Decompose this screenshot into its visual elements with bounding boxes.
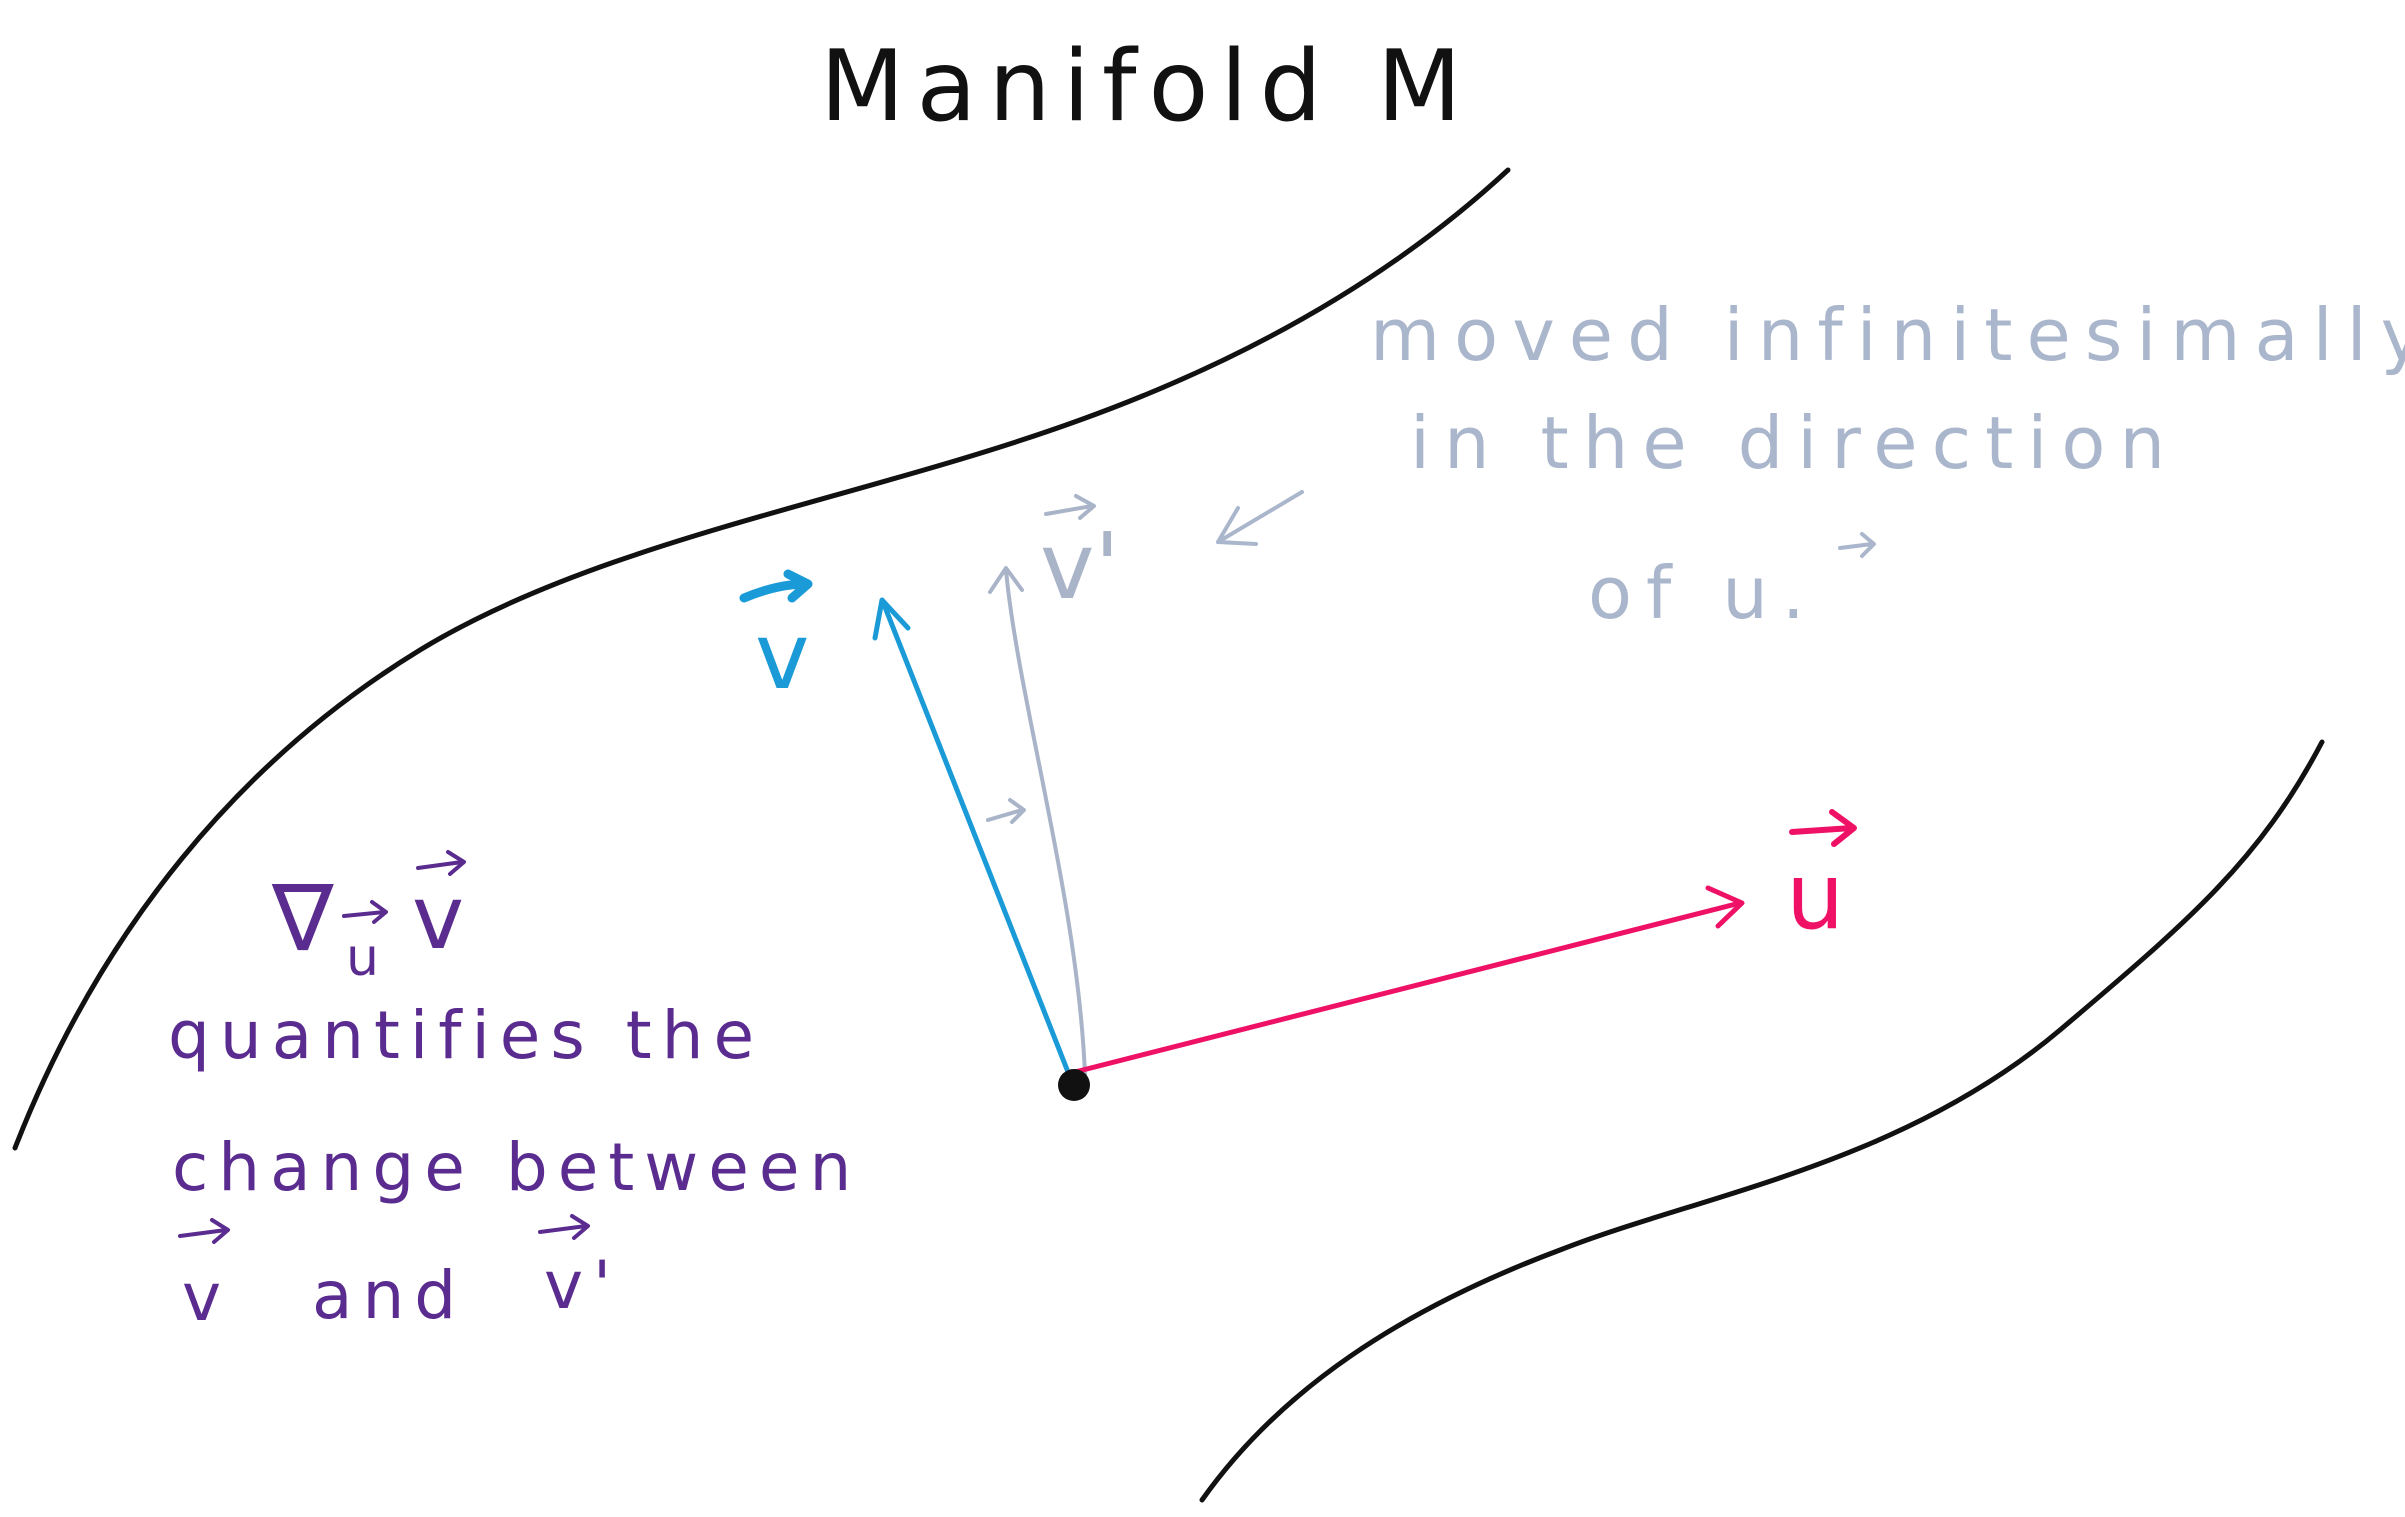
vector-v-shaft [880,599,1071,1075]
note-u-arrow-icon [1838,532,1876,558]
note-pointer-arrow [1216,490,1304,546]
vector-v-prime-shaft [1004,568,1087,1077]
base-point [1058,1069,1090,1101]
label-v-prime: v' [1040,494,1120,620]
label-v-text: v [755,603,809,710]
label-u-arrow-icon [1789,809,1857,847]
explanation-line-1: quantifies the [168,997,764,1074]
explanation-line-3-and: and [312,1257,466,1334]
explanation-line-3-v-prime: v' [544,1247,621,1324]
note-line-3: of u. [1588,551,1819,635]
vector-v [872,597,1071,1075]
vector-v-prime [988,566,1087,1077]
label-v: v [739,569,813,710]
manifold-lower-boundary [1199,739,2325,1503]
note-line-2: in the direction [1410,401,2179,485]
vector-u-shaft [1072,900,1743,1075]
explanation-line-2: change between [172,1129,861,1206]
line3-v-prime-arrow-icon [538,1214,590,1240]
covariant-derivative-explanation: ∇ u v quantifies the change between v an… [168,850,861,1336]
operator-nabla: ∇ [271,865,334,972]
label-v-prime-arrow-icon [1044,494,1096,520]
vector-u-head [1705,885,1745,929]
label-u-text: u [1786,843,1844,950]
label-v-arrow-icon [739,569,813,603]
change-arrow-icon [986,798,1026,824]
vector-v-prime-head [988,566,1024,594]
diagram-title: Manifold M [820,30,1474,144]
operator-subscript: u [346,928,379,988]
line3-v-arrow-icon [178,1218,230,1244]
transport-note: moved infinitesimally in the direction o… [1370,293,2405,635]
operator-vector: v [412,866,464,969]
explanation-line-3-v: v [182,1259,231,1336]
operator-vector-arrow-icon [416,850,466,876]
label-v-prime-text: v' [1040,513,1120,620]
vector-u [1072,885,1745,1075]
note-line-1: moved infinitesimally [1370,293,2405,377]
vector-v-head [872,597,911,641]
label-u: u [1786,809,1857,950]
operator-subscript-arrow-icon [342,900,388,924]
manifold-upper-boundary [12,167,1511,1151]
